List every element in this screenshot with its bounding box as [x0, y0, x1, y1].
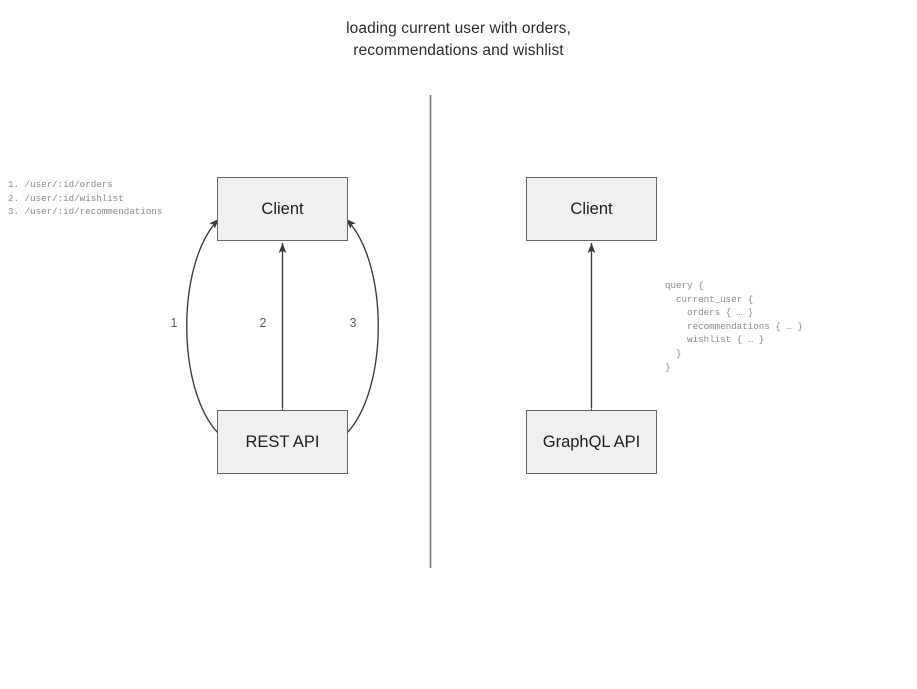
arrow-label-3: 3 [349, 316, 357, 330]
arrow-label-2: 2 [259, 316, 267, 330]
rest-connector-3 [336, 218, 379, 444]
page-title-line-1: loading current user with orders, [346, 20, 571, 37]
page-title-line-2: recommendations and wishlist [353, 42, 564, 59]
graphql-query-annotation: query { current_user { orders { … } reco… [665, 280, 803, 373]
rest-connector-1 [186, 218, 229, 444]
node-rest-api[interactable]: REST API [217, 410, 348, 474]
arrow-label-1: 1 [170, 316, 178, 330]
node-graphql-api-label: GraphQL API [542, 432, 641, 451]
rest-endpoints-annotation: 1. /user/:id/orders 2. /user/:id/wishlis… [8, 179, 163, 218]
node-rest-client-label: Client [261, 199, 304, 218]
node-graphql-api[interactable]: GraphQL API [526, 410, 657, 474]
node-graphql-client[interactable]: Client [526, 177, 657, 241]
page-title: loading current user with orders, recomm… [0, 18, 917, 62]
node-rest-client[interactable]: Client [217, 177, 348, 241]
node-rest-api-label: REST API [245, 432, 320, 451]
node-graphql-client-label: Client [570, 199, 613, 218]
